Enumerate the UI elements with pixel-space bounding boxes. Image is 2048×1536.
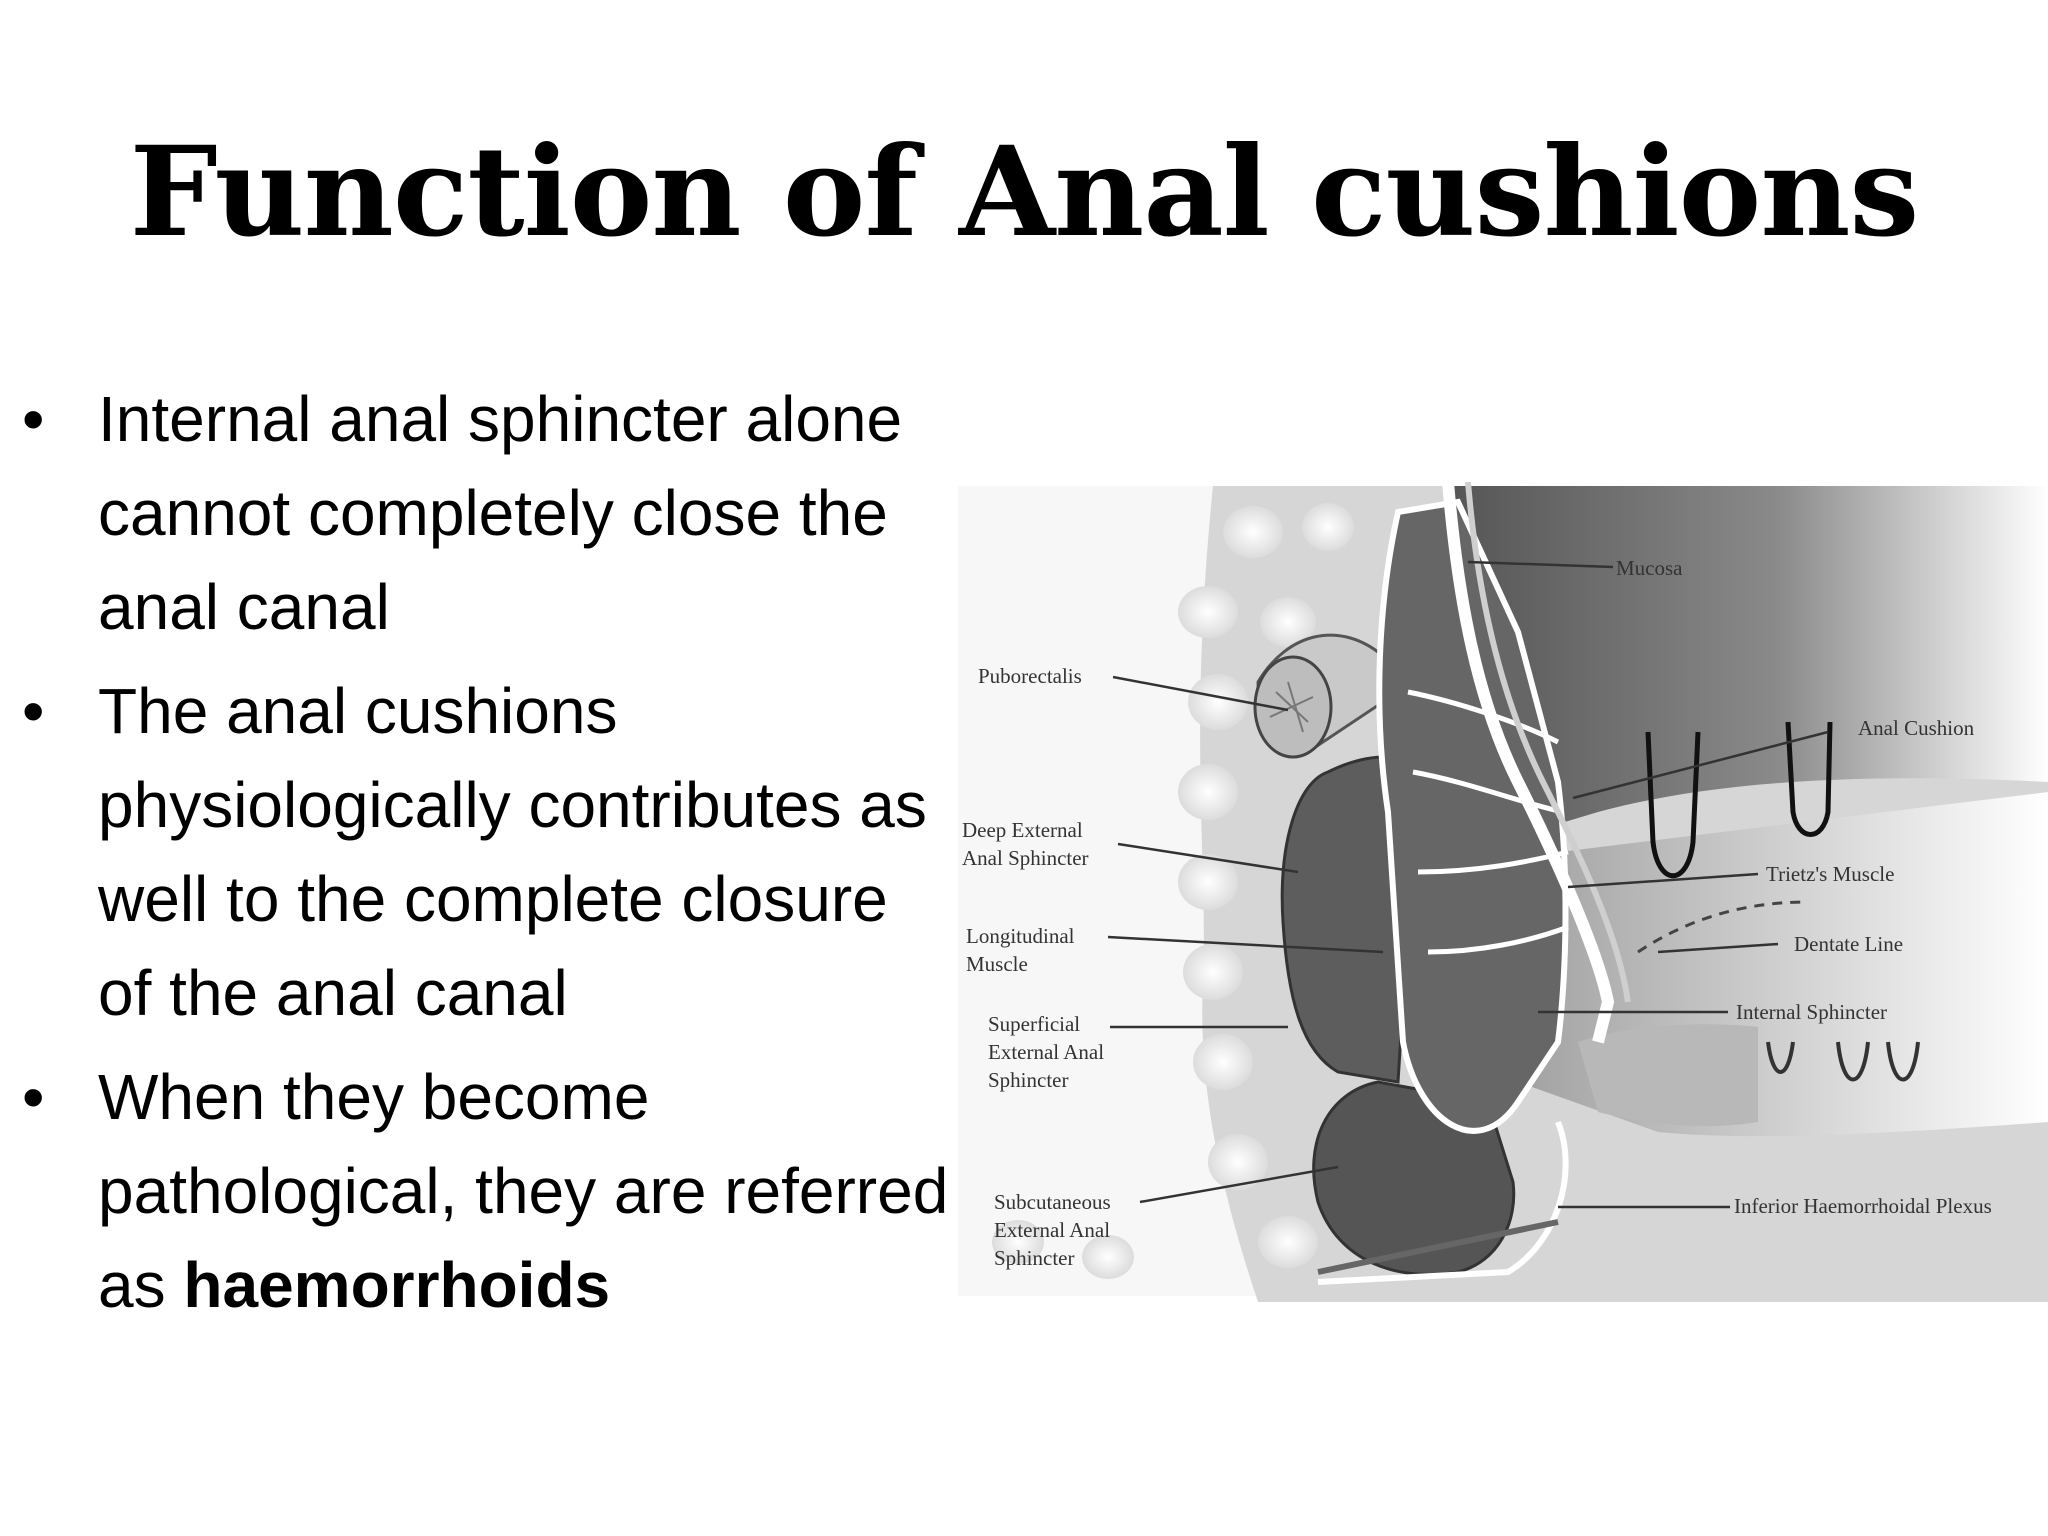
anatomy-illustration <box>958 482 2048 1302</box>
label-deep-external-sphincter: Deep External Anal Sphincter <box>962 818 1089 870</box>
bullet-list: • Internal anal sphincter alone cannot c… <box>20 372 950 1342</box>
label-longitudinal-muscle: Longitudinal Muscle <box>966 924 1075 976</box>
bullet-text: When they become pathological, they are … <box>98 1061 949 1321</box>
puborectalis-shape <box>1253 633 1400 759</box>
label-internal-sphincter: Internal Sphincter <box>1736 1000 1888 1024</box>
label-puborectalis: Puborectalis <box>978 664 1082 688</box>
bullet-item: • The anal cushions physiologically cont… <box>20 664 950 1040</box>
bullet-item: • When they become pathological, they ar… <box>20 1050 950 1332</box>
bullet-bold-term: haemorrhoids <box>183 1249 611 1321</box>
bullet-text: The anal cushions physiologically contri… <box>98 675 927 1029</box>
label-trietz-muscle: Trietz's Muscle <box>1766 862 1895 886</box>
bullet-dot: • <box>22 383 45 455</box>
bullet-item: • Internal anal sphincter alone cannot c… <box>20 372 950 654</box>
bullet-dot: • <box>22 675 45 747</box>
slide-title: Function of Anal cushions <box>129 120 1920 265</box>
label-superficial-external-sphincter: Superficial External Anal Sphincter <box>988 1012 1105 1092</box>
anatomy-diagram: Mucosa Puborectalis Anal Cushion Deep Ex… <box>958 482 2048 1302</box>
anal-cushion-shapes <box>1645 721 1833 878</box>
label-anal-cushion: Anal Cushion <box>1858 716 1975 740</box>
fat-tissue <box>992 503 1354 1279</box>
label-mucosa: Mucosa <box>1616 556 1683 580</box>
label-subcutaneous-external-sphincter: Subcutaneous External Anal Sphincter <box>994 1190 1111 1270</box>
bullet-text: Internal anal sphincter alone cannot com… <box>98 383 903 643</box>
leader-lines <box>1107 560 1829 1209</box>
label-inferior-haemorrhoidal-plexus: Inferior Haemorrhoidal Plexus <box>1734 1194 1992 1218</box>
label-dentate-line: Dentate Line <box>1794 932 1904 956</box>
bullet-dot: • <box>22 1061 45 1133</box>
